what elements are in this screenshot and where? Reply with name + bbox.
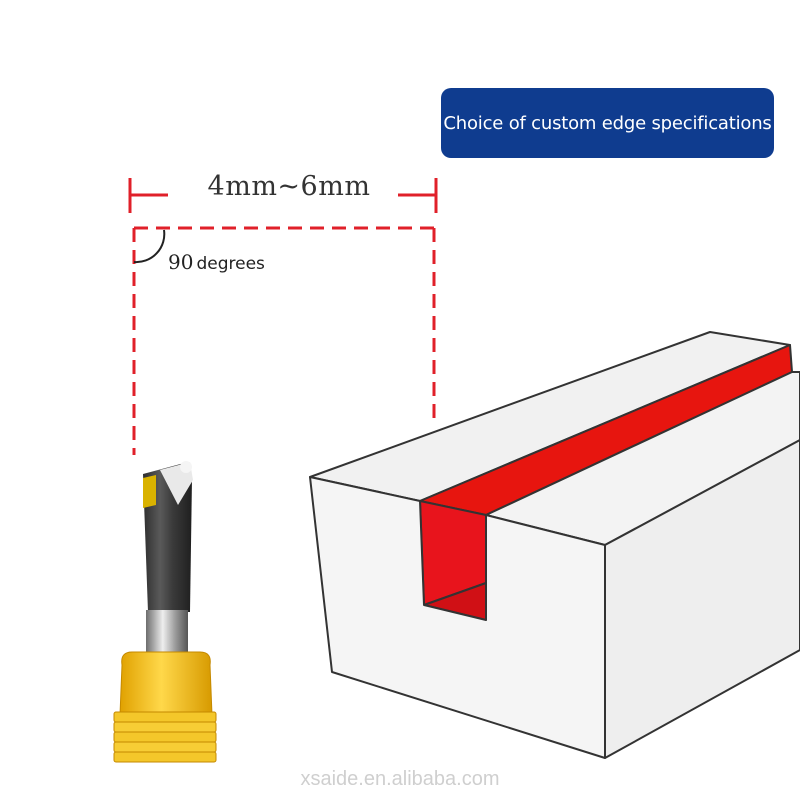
watermark: xsaide.en.alibaba.com	[300, 768, 500, 790]
bit-shank-collar	[119, 651, 213, 716]
custom-spec-badge: Choice of custom edge specifications	[441, 88, 774, 158]
router-bit	[113, 461, 217, 763]
carbide-tip	[143, 475, 156, 508]
angle-value: 90	[168, 250, 194, 274]
block-front-face	[309, 476, 606, 759]
width-range-label: 4mm~6mm	[207, 171, 371, 202]
bit-tip-shine	[180, 461, 192, 473]
angle-arc	[133, 229, 166, 264]
block-right-face	[604, 439, 800, 759]
dimension-lines	[128, 178, 438, 455]
bit-shank-ribs	[113, 711, 217, 763]
grooved-block	[309, 331, 800, 759]
angle-unit: degrees	[196, 254, 265, 274]
